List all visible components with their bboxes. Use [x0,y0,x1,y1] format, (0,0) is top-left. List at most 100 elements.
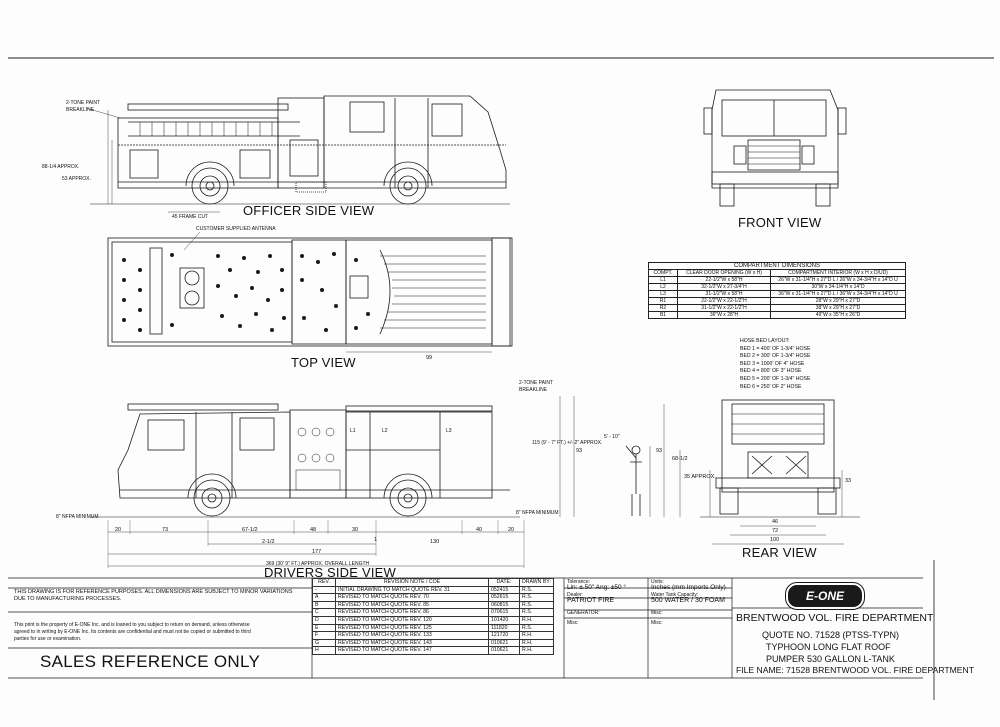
rear-view-title: REAR VIEW [742,545,817,560]
dim-93: 93 [576,448,583,454]
disclaimer-line-1: THIS DRAWING IS FOR REFERENCE PURPOSES. … [14,589,293,595]
compartment-header-interior: COMPARTMENT INTERIOR (W x H x D/UD) [770,269,906,277]
rev-date-cell: 052615 [488,593,520,602]
rev-note-cell: REVISED TO MATCH QUOTE REV. 147 [335,646,489,655]
compt-cell: L1 [648,276,678,284]
hose-bed-line: BED 5 = 200' OF 1-3/4" HOSE [740,375,811,382]
sales-reference-label: SALES REFERENCE ONLY [40,652,261,671]
door-cell: 22-1/2"W x 58"H [677,276,771,284]
rev-drawn-cell: R.H. [519,615,554,625]
compt-cell: L3 [648,290,678,298]
compt-cell: B1 [648,311,678,319]
compartment-table-header: COMPT. CLEAR DOOR OPENING (W x H) COMPAR… [648,269,906,277]
dim-20-left: 20 [115,527,122,533]
rev-drawn-cell: R.S. [519,600,554,610]
interior-cell: 36"W x 31-1/4"H x 27"D L / 36"W x 34-3/4… [770,290,906,298]
disclaimer-line-2: DUE TO MANUFACTURING PROCESSES. [14,596,122,602]
compartment-dimensions-table: COMPARTMENT DIMENSIONS COMPT. CLEAR DOOR… [648,262,906,319]
rev-drawn-cell: R.S. [519,585,554,595]
rev-note-cell: REVISED TO MATCH QUOTE REV. 120 [335,615,489,625]
dim-115: 115 (9' - 7" FT.) +/- 2" APPROX. [532,440,603,446]
rev-date-cell: 010621 [488,646,520,655]
dim-2-1-2: 2-1/2 [262,539,275,545]
dim-130: 130 [430,539,440,545]
dim-53-label: 53 APPROX. [62,176,91,182]
rev-drawn-cell: R.S. [519,593,554,602]
rev-cell: H [312,646,336,655]
drivers-side-view-title: DRIVERS SIDE VIEW [264,565,396,580]
compt-cell: R1 [648,297,678,305]
hose-bed-line: BED 6 = 250' OF 2" HOSE [740,383,802,390]
rev-drawn-cell: R.H. [519,631,554,640]
rev-cell: B [312,600,336,610]
quote-number: QUOTE NO. 71528 (PTSS-TYPN) [762,630,900,640]
rev-drawn-cell: R.H. [519,638,554,648]
rear-dim-93: 93 [656,448,663,454]
revision-header: REV. REVISION NOTE / COE DATE: DRAWN BY: [312,578,554,587]
rev-cell: A [312,593,336,602]
compt-cell: R2 [648,304,678,312]
compartment-table-title: COMPARTMENT DIMENSIONS [648,262,906,270]
two-tone-paint-label: 2-TONE PAINT [66,100,100,106]
two-tone-paint-label-2: 2-TONE PAINT [519,380,553,386]
interior-cell: 30"W x 34-1/4"H x 14"D [770,283,906,291]
front-view-title: FRONT VIEW [738,215,822,230]
dim-48: 48 [310,527,317,533]
officer-side-view-title: OFFICER SIDE VIEW [243,203,375,218]
tolerance-label: Tolerance: [567,579,591,585]
top-view-title: TOP VIEW [291,355,356,370]
front-view-drawing [703,89,847,207]
units-label: Units: [651,579,664,585]
rev-date-cell: 010621 [488,638,520,648]
rev-header-drawn: DRAWN BY: [519,578,554,587]
compartment-l1: L1 [350,428,356,434]
rev-date-cell: 052415 [488,585,520,595]
water-tank-value: 500 WATER / 30 FOAM [651,597,725,604]
compartment-l3: L3 [446,428,452,434]
dim-40: 40 [476,527,483,533]
dim-67: 67-1/2 [242,527,258,533]
rev-date-cell: 060815 [488,600,520,610]
misc-label-1: Misc: [651,610,663,616]
file-name: FILE NAME: 71528 BRENTWOOD VOL. FIRE DEP… [736,665,974,675]
rear-dim-46: 46 [772,519,779,525]
overall-length: 369 (30' 9" FT.) APPROX. OVERALL LENGTH [266,561,370,567]
rear-view-drawing [663,399,860,545]
interior-cell: 49"W x 35"H x 26"D [770,311,906,319]
rear-dim-35: 35 APPROX. [684,474,716,480]
misc-label-3: Misc: [651,620,663,626]
rev-header-date: DATE: [488,578,520,587]
antenna-label: CUSTOMER SUPPLIED ANTENNA [196,226,276,232]
rev-cell: F [312,631,336,640]
rev-note-cell: REVISED TO MATCH QUOTE REV. 143 [335,638,489,648]
hose-bed-line: BED 4 = 800' OF 3" HOSE [740,368,802,375]
property-line-1: This print is the property of E-ONE Inc.… [14,622,250,628]
model-name: TYPHOON LONG FLAT ROOF [766,642,891,652]
dim-73: 73 [162,527,169,533]
rev-cell: - [312,585,336,595]
compartment-l2: L2 [382,428,388,434]
rev-note-cell: REVISED TO MATCH QUOTE REV. 125 [335,623,489,633]
property-line-2: agreed to in writing by E-ONE Inc. Its c… [14,629,251,635]
rev-date-cell: 111820 [488,623,520,633]
water-tank-label: Water Tank Capacity: [651,592,699,598]
units-value: Inches (mm Imports Only) [651,584,726,591]
dealer-label: Dealer: [567,592,584,598]
hose-bed-title: HOSE BED LAYOUT: [740,338,790,344]
rev-note-cell: REVISED TO MATCH QUOTE REV. 85 [335,600,489,610]
rev-note-cell: REVISED TO MATCH QUOTE REV. 86 [335,608,489,617]
door-cell: 32-1/2"W x 27-3/4"H [677,283,771,291]
officer-side-view-drawing [85,95,510,213]
